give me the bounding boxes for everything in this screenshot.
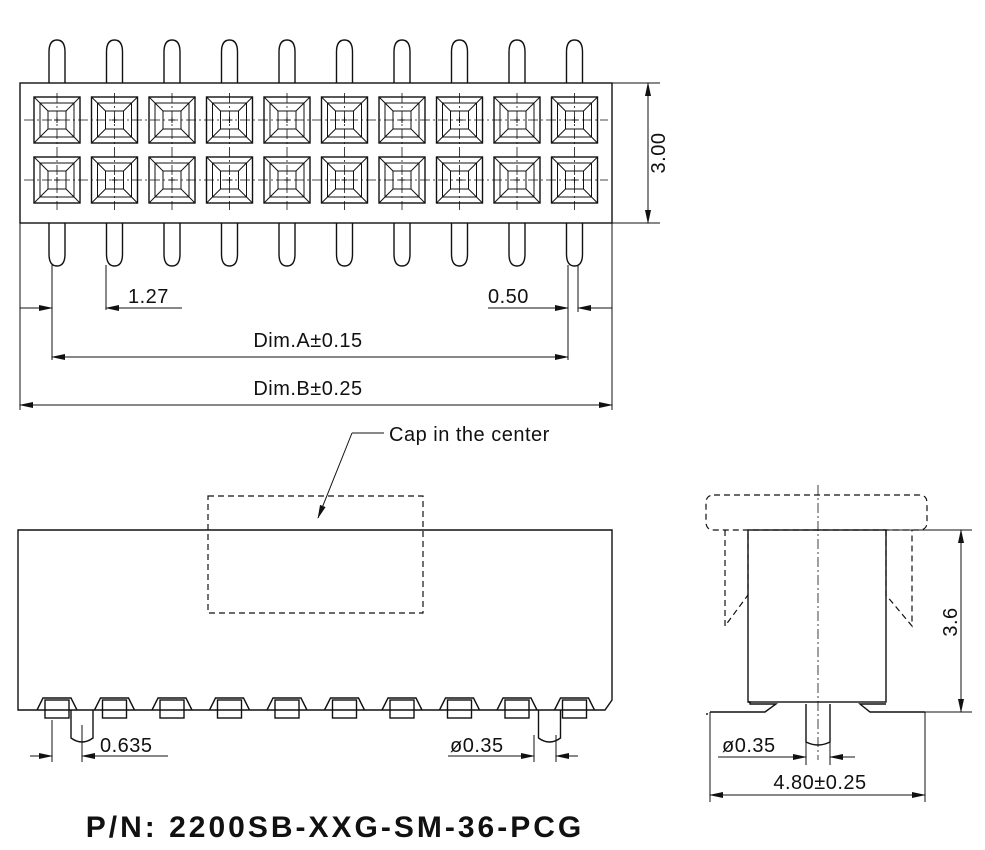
front-pin-slot <box>266 697 308 719</box>
dim-b-label: Dim.B±0.25 <box>253 378 362 400</box>
top-pin-upper <box>450 39 469 83</box>
top-pins-upper <box>48 39 584 83</box>
front-pin-slot <box>93 697 136 719</box>
side-pin-diameter-dimension: ø0.35 <box>718 735 855 765</box>
top-pin-lower <box>335 223 354 267</box>
side-width-4-80-dimension: 4.80±0.25 <box>709 712 926 802</box>
pitch-1-27-label: 1.27 <box>128 286 169 308</box>
top-pin-lower <box>220 223 239 267</box>
pin-width-0-50-dimension: 0.50 <box>488 286 612 311</box>
side-body <box>747 529 887 703</box>
front-pin-diameter-label: ø0.35 <box>450 735 504 757</box>
pitch-1-27-dimension: 1.27 <box>20 286 182 311</box>
side-latch-left <box>724 530 749 628</box>
top-pin-lower <box>278 223 296 267</box>
cap-outline <box>207 495 424 614</box>
front-pin-slot <box>208 697 251 719</box>
front-pin-diameter-dimension: ø0.35 <box>448 735 578 762</box>
front-view <box>17 495 613 743</box>
front-view-body <box>17 529 613 711</box>
top-pin-upper <box>335 39 354 83</box>
top-pin-upper <box>220 39 239 83</box>
side-foot-right <box>858 703 925 713</box>
top-pin-lower <box>48 223 66 267</box>
offset-0-635-dimension: 0.635 <box>30 720 168 762</box>
front-pin-slot <box>323 697 366 719</box>
top-view-body <box>19 82 613 224</box>
front-pin-slot <box>553 697 596 719</box>
top-view <box>19 39 613 267</box>
side-foot-left <box>710 701 779 713</box>
side-latch-right <box>885 530 913 628</box>
side-height-3-6-label: 3.6 <box>940 607 962 636</box>
front-pin-slot <box>438 697 481 719</box>
offset-0-635-label: 0.635 <box>100 735 153 757</box>
height-3-00-label: 3.00 <box>648 133 670 174</box>
part-number: P/N: 2200SB-XXG-SM-36-PCG <box>86 811 584 844</box>
top-pin-upper <box>48 39 66 83</box>
top-extension-lines <box>19 223 613 410</box>
front-pin-slot <box>496 697 538 719</box>
cap-note-label: Cap in the center <box>389 424 550 446</box>
front-pins <box>36 697 596 743</box>
height-3-00-dimension: 3.00 <box>612 82 670 224</box>
top-pins-lower <box>48 223 584 267</box>
dim-b-dimension: Dim.B±0.25 <box>19 378 613 408</box>
top-pin-lower <box>163 223 181 267</box>
top-pin-upper <box>393 39 411 83</box>
pin-width-0-50-label: 0.50 <box>488 286 529 308</box>
top-pin-lower <box>508 223 526 267</box>
side-cap <box>705 494 928 531</box>
cap-callout: Cap in the center <box>317 424 550 519</box>
side-pin-diameter-label: ø0.35 <box>722 735 776 757</box>
top-pin-lower <box>565 223 584 267</box>
top-pin-lower <box>393 223 411 267</box>
front-pin-slot <box>381 697 423 719</box>
top-pin-lower <box>105 223 124 267</box>
dim-a-dimension: Dim.A±0.15 <box>51 330 569 360</box>
top-pin-lower <box>450 223 469 267</box>
contact-cells <box>33 93 599 210</box>
top-pin-upper <box>105 39 124 83</box>
side-height-3-6-dimension: 3.6 <box>886 529 972 713</box>
top-pin-upper <box>508 39 526 83</box>
side-width-4-80-label: 4.80±0.25 <box>773 772 866 794</box>
top-pin-upper <box>278 39 296 83</box>
front-pin-slot <box>36 697 78 719</box>
top-pin-upper <box>163 39 181 83</box>
front-solder-pin <box>537 710 562 743</box>
side-view <box>705 485 928 760</box>
top-pin-upper <box>565 39 584 83</box>
dim-a-label: Dim.A±0.15 <box>253 330 362 352</box>
front-pin-slot <box>151 697 193 719</box>
